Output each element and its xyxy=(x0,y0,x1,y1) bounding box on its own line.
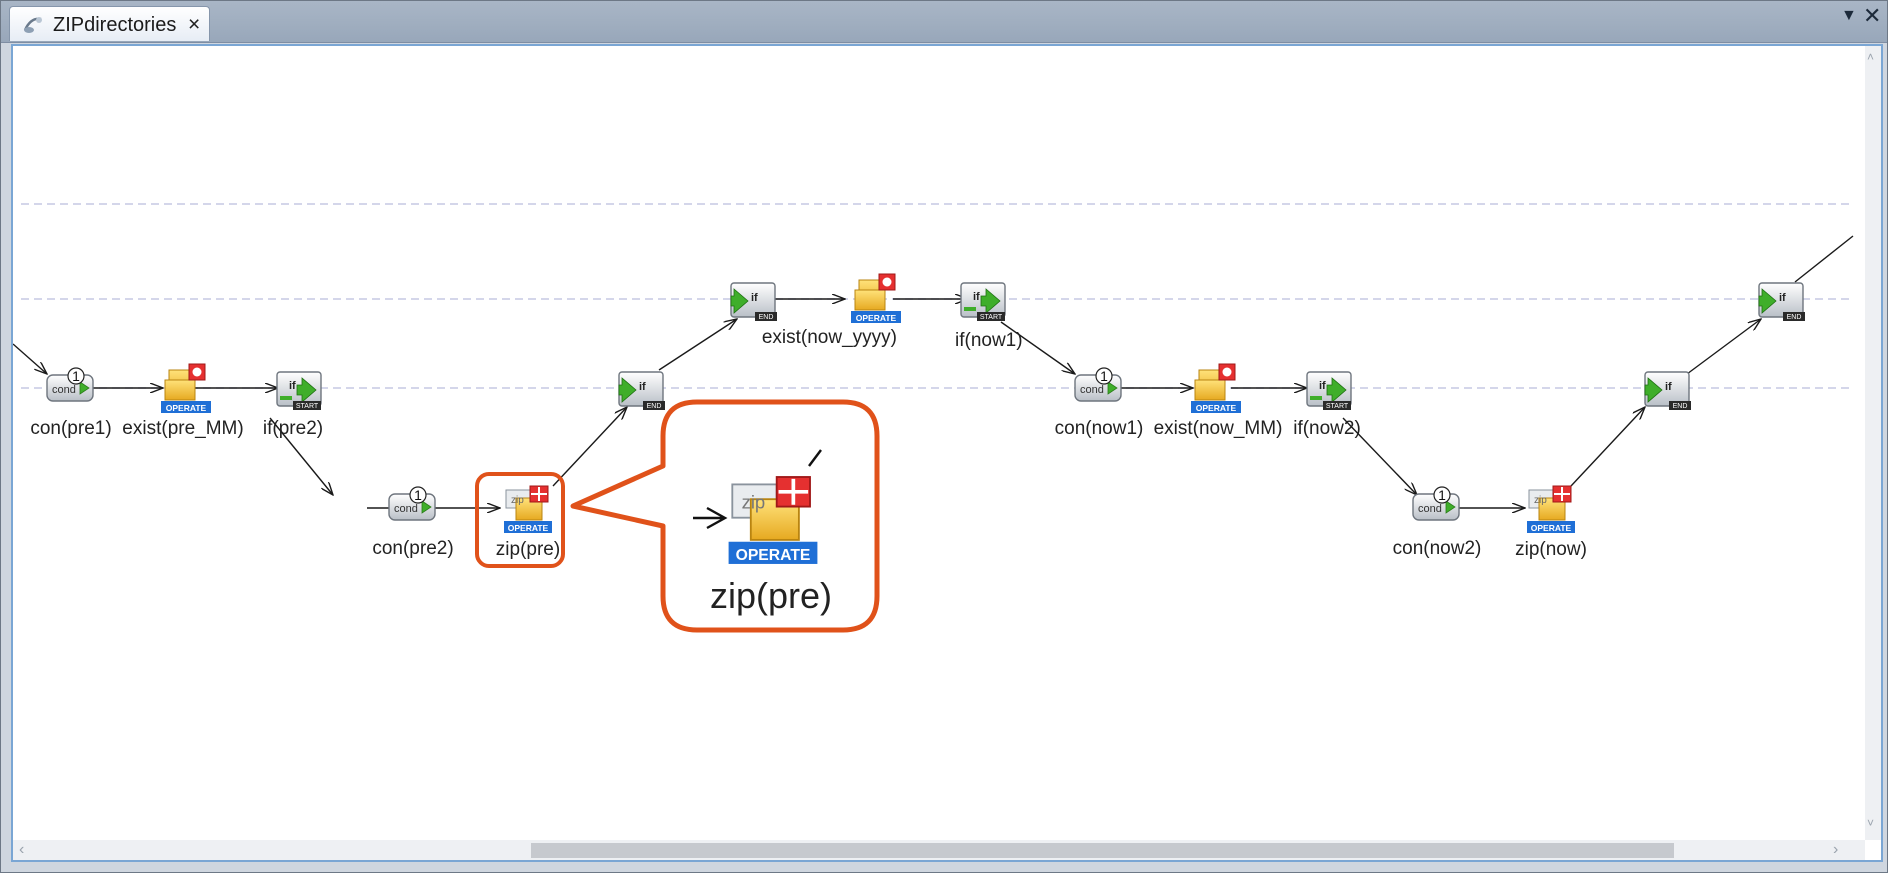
flow-edge xyxy=(1342,417,1417,495)
close-view-icon[interactable]: ✕ xyxy=(1863,3,1882,28)
node-label: zip(pre) xyxy=(496,539,560,560)
node-if-now2[interactable]: if START if(now2) xyxy=(1293,371,1361,439)
close-tab-icon[interactable]: × xyxy=(188,13,201,36)
end-text: END xyxy=(1673,403,1688,410)
scroll-down-icon[interactable]: ˅ xyxy=(1867,816,1875,830)
node-if-end-2[interactable]: if END xyxy=(730,282,778,322)
flow-editor: cond xyxy=(11,44,1883,862)
horizontal-scroll-thumb[interactable] xyxy=(531,843,1674,858)
zip-text: zip xyxy=(742,491,766,512)
start-text: START xyxy=(1326,403,1349,410)
flow-edge xyxy=(658,319,737,371)
start-text: START xyxy=(296,403,319,410)
callout-label: zip(pre) xyxy=(710,575,832,616)
operate-text: OPERATE xyxy=(508,523,549,533)
operate-text: OPERATE xyxy=(166,403,207,413)
if-text: if xyxy=(1319,380,1326,392)
end-text: END xyxy=(1787,314,1802,321)
node-zip-pre[interactable]: zip OPERATE zip(pre) xyxy=(496,485,560,560)
flow-edge xyxy=(552,407,627,487)
node-if-now1[interactable]: if START if(now1) xyxy=(955,282,1023,351)
zoom-callout: zip OPERATE zip(pre) xyxy=(570,399,880,633)
node-label: exist(now_yyyy) xyxy=(762,327,897,348)
node-exist-now-yyyy[interactable]: OPERATE exist(now_yyyy) xyxy=(762,273,902,348)
node-if-end-4[interactable]: if END xyxy=(1758,282,1806,322)
node-label: if(pre2) xyxy=(263,418,323,439)
flow-diagram: cond xyxy=(13,203,1854,633)
if-text: if xyxy=(751,292,758,304)
scroll-up-icon[interactable]: ˄ xyxy=(1867,50,1875,64)
node-label: con(pre1) xyxy=(30,418,111,439)
vertical-scrollbar[interactable]: ˄ ˅ xyxy=(1865,46,1881,840)
node-label: con(pre2) xyxy=(372,538,453,559)
operate-text: OPERATE xyxy=(1531,523,1572,533)
if-text: if xyxy=(1779,292,1786,304)
node-label: zip(now) xyxy=(1515,539,1587,560)
node-label: con(now2) xyxy=(1393,538,1482,559)
node-con-pre2[interactable]: 1 con(pre2) xyxy=(372,486,454,559)
node-con-now2[interactable]: 1 con(now2) xyxy=(1393,486,1482,559)
node-con-now1[interactable]: 1 con(now1) xyxy=(1055,367,1144,439)
view-menu-icon[interactable]: ▼ xyxy=(1841,7,1857,24)
zip-operate-large-icon: zip OPERATE xyxy=(726,475,820,566)
flow-edge xyxy=(1570,407,1645,487)
node-badge: 1 xyxy=(72,368,80,384)
callout-arrow-icon xyxy=(693,506,728,530)
node-con-pre1[interactable]: 1 con(pre1) xyxy=(30,367,112,439)
flow-canvas[interactable]: cond xyxy=(13,46,1865,840)
node-label: exist(pre_MM) xyxy=(122,418,243,439)
operate-text: OPERATE xyxy=(736,547,811,564)
node-exist-now-mm[interactable]: OPERATE exist(now_MM) xyxy=(1154,363,1283,439)
flow-edge xyxy=(269,417,333,495)
node-label: if(now1) xyxy=(955,330,1023,351)
node-zip-now[interactable]: zip OPERATE zip(now) xyxy=(1515,485,1587,560)
scroll-right-icon[interactable]: › xyxy=(1833,841,1839,858)
zip-pre-highlight xyxy=(475,472,565,568)
flow-edge xyxy=(1000,321,1075,374)
horizontal-scrollbar[interactable]: ‹ › xyxy=(13,840,1865,860)
node-badge: 1 xyxy=(1100,368,1108,384)
node-label: con(now1) xyxy=(1055,418,1144,439)
scroll-left-icon[interactable]: ‹ xyxy=(19,841,25,858)
if-text: if xyxy=(289,380,296,392)
tab-bar: ZIPdirectories × ▼ ✕ xyxy=(1,1,1887,43)
job-file-icon xyxy=(23,17,42,33)
end-text: END xyxy=(647,403,662,410)
node-if-pre2[interactable]: if START if(pre2) xyxy=(263,371,323,439)
node-label: if(now2) xyxy=(1293,418,1361,439)
tab-zipdirectories[interactable]: ZIPdirectories × xyxy=(9,6,210,41)
if-text: if xyxy=(639,381,646,393)
if-text: if xyxy=(1665,381,1672,393)
operate-text: OPERATE xyxy=(1196,403,1237,413)
node-badge: 1 xyxy=(414,487,422,503)
operate-text: OPERATE xyxy=(856,313,897,323)
end-text: END xyxy=(759,314,774,321)
node-label: exist(now_MM) xyxy=(1154,418,1283,439)
start-text: START xyxy=(980,314,1003,321)
zip-text: zip xyxy=(511,495,524,506)
flow-edge-out xyxy=(1794,235,1854,283)
if-text: if xyxy=(973,291,980,303)
node-if-end-1[interactable]: if END xyxy=(618,371,666,411)
node-if-end-3[interactable]: if END xyxy=(1644,371,1692,411)
flow-edge xyxy=(13,343,47,374)
node-badge: 1 xyxy=(1438,487,1446,503)
flow-edge xyxy=(1686,319,1761,375)
node-exist-pre-mm[interactable]: OPERATE exist(pre_MM) xyxy=(122,363,244,439)
flow-edges xyxy=(13,235,1854,508)
zip-text: zip xyxy=(1534,495,1547,506)
tab-title: ZIPdirectories xyxy=(53,14,177,36)
